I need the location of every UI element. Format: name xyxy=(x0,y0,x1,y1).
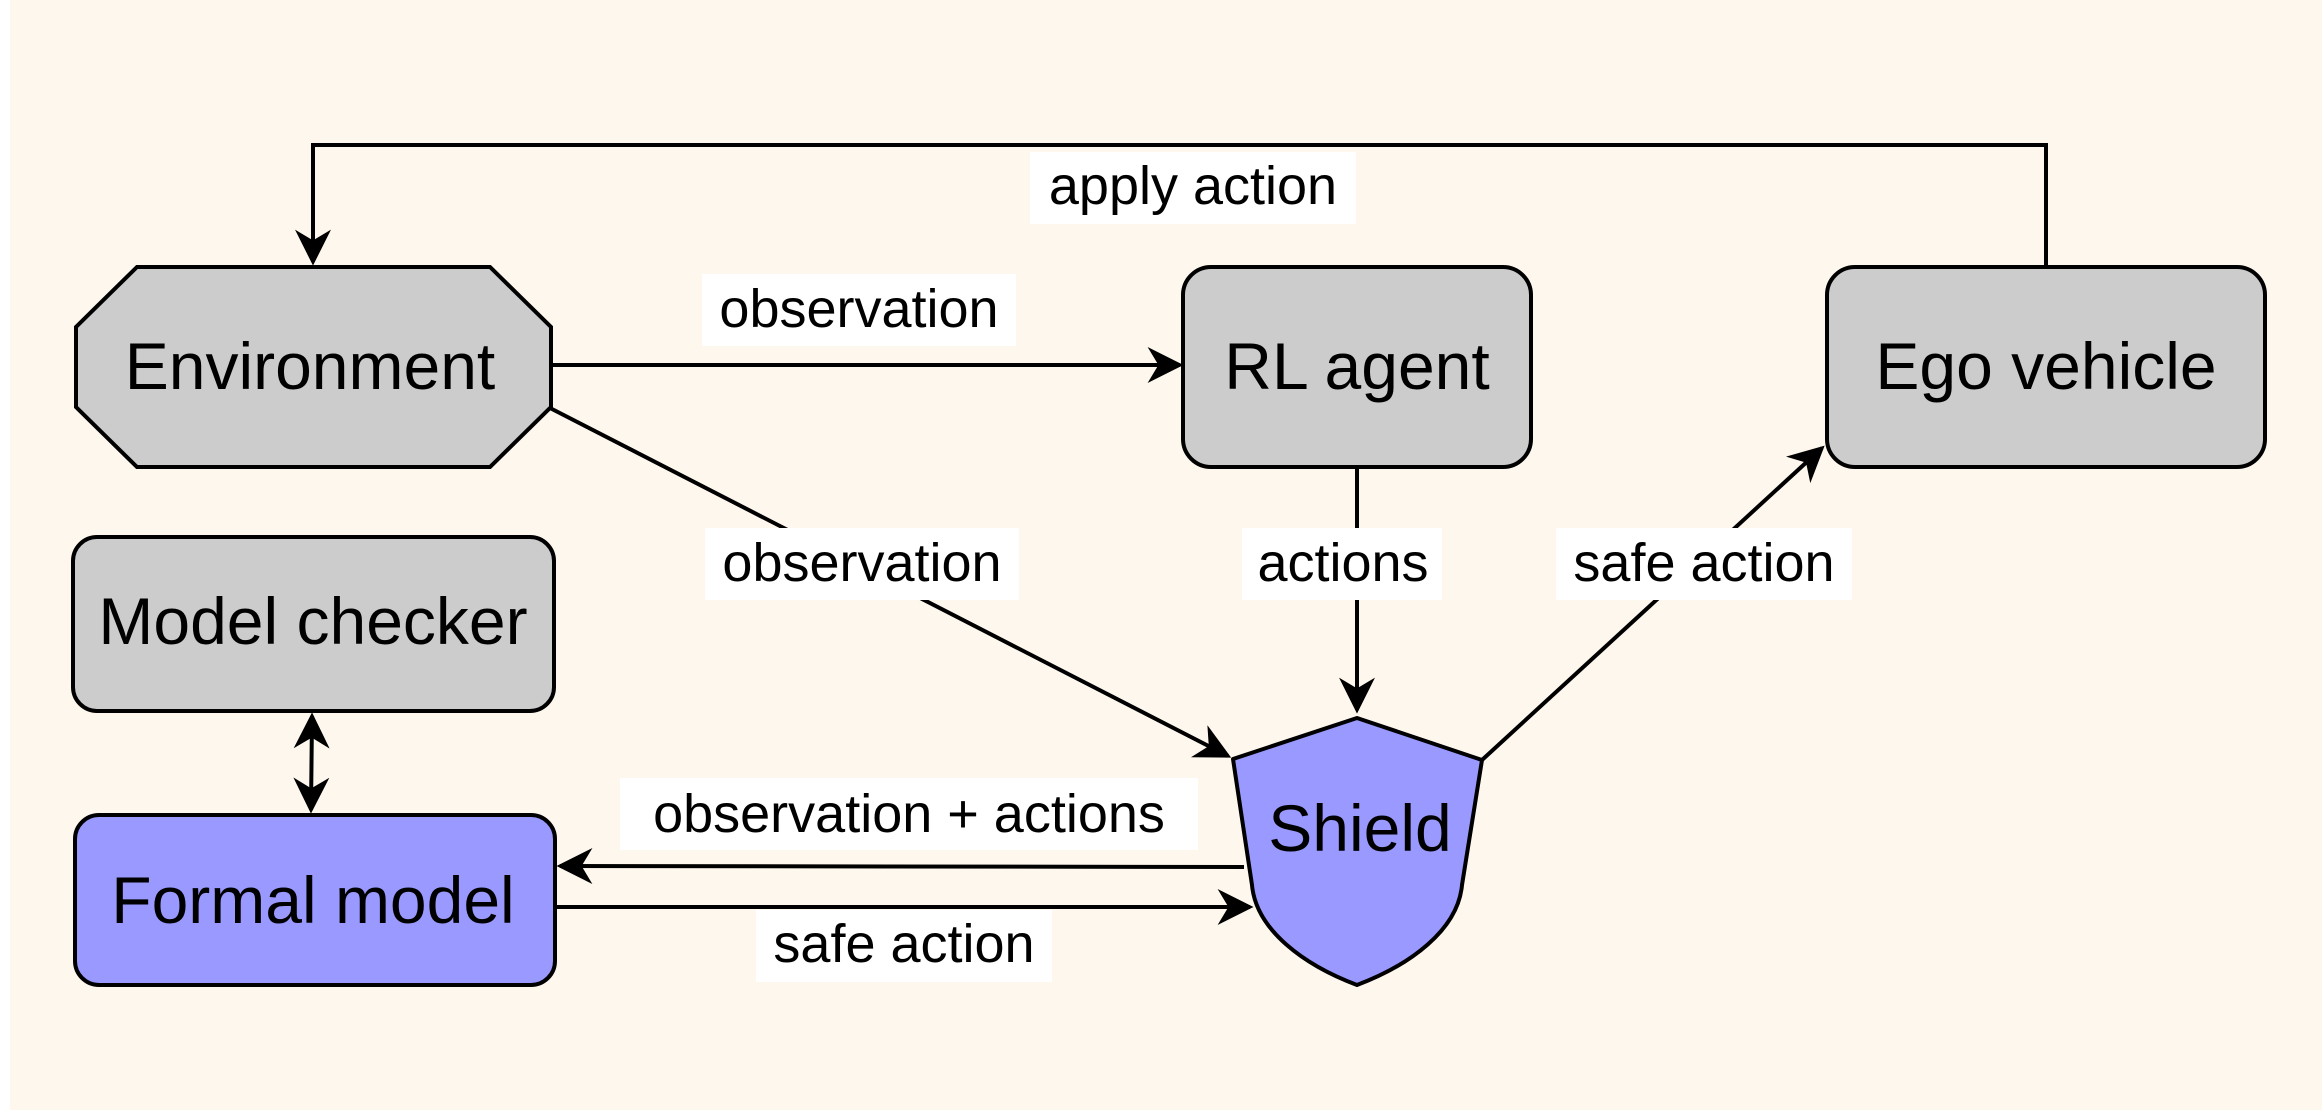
safe-action-to-shield-label: safe action xyxy=(773,914,1034,974)
apply-action-label-bg xyxy=(1030,152,1356,224)
shield-label: Shield xyxy=(1268,791,1451,865)
rl-agent-shape xyxy=(1181,265,1533,469)
observation-to-agent-label: observation xyxy=(719,279,998,339)
edge-observation-plus-actions xyxy=(556,848,1245,885)
environment-label: Environment xyxy=(125,329,496,403)
safe-action-to-shield-label-bg xyxy=(756,910,1052,982)
safe-action-to-vehicle-label: safe action xyxy=(1573,533,1834,593)
edge-checker-model xyxy=(293,712,330,814)
apply-action-label: apply action xyxy=(1049,156,1337,216)
ego-vehicle-label: Ego vehicle xyxy=(1875,329,2216,403)
edge-apply-action xyxy=(295,143,2048,266)
edge-safe-action-to-vehicle xyxy=(1480,445,1825,762)
node-formal-model: Formal model xyxy=(73,813,557,987)
node-model-checker: Model checker xyxy=(71,535,556,713)
node-ego-vehicle: Ego vehicle xyxy=(1825,265,2267,469)
observation-plus-actions-label-bg xyxy=(620,778,1198,850)
node-shield: Shield xyxy=(1231,716,1484,987)
observation-to-shield-label-bg xyxy=(705,528,1019,600)
node-rl-agent: RL agent xyxy=(1181,265,1533,469)
observation-to-shield-label: observation xyxy=(722,533,1001,593)
actions-label-bg xyxy=(1242,528,1442,600)
shield-shape xyxy=(1231,716,1484,987)
formal-model-shape xyxy=(73,813,557,987)
observation-to-agent-label-bg xyxy=(702,274,1016,346)
rl-agent-label: RL agent xyxy=(1224,329,1489,403)
model-checker-shape xyxy=(71,535,556,713)
formal-model-label: Formal model xyxy=(111,863,514,937)
model-checker-label: Model checker xyxy=(98,584,527,658)
node-environment: Environment xyxy=(74,265,553,469)
safe-action-to-vehicle-label-bg xyxy=(1556,528,1852,600)
actions-label: actions xyxy=(1257,533,1428,593)
ego-vehicle-shape xyxy=(1825,265,2267,469)
environment-shape xyxy=(74,265,553,469)
observation-plus-actions-label: observation + actions xyxy=(653,784,1165,844)
